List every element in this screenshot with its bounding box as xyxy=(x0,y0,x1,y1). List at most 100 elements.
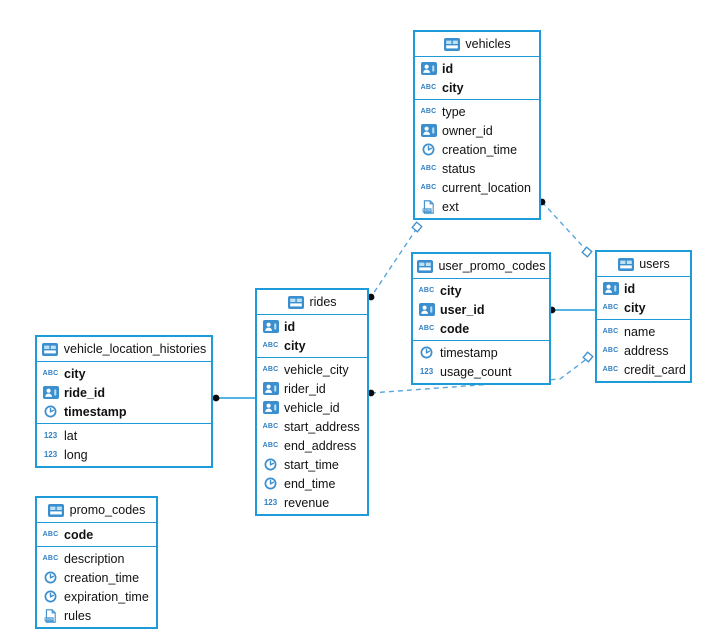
field-row[interactable]: id xyxy=(597,279,690,298)
string-type-icon: ABC xyxy=(602,328,619,335)
field-row[interactable]: ABC address xyxy=(597,341,690,360)
timestamp-type-icon xyxy=(418,346,435,359)
field-row[interactable]: ABC code xyxy=(37,525,156,544)
json-type-icon: JSON xyxy=(420,199,437,214)
string-type-icon: ABC xyxy=(42,531,59,538)
field-row[interactable]: vehicle_id xyxy=(257,398,367,417)
field-row[interactable]: ride_id xyxy=(37,383,211,402)
field-name: city xyxy=(442,80,464,95)
field-row[interactable]: ABC city xyxy=(597,298,690,317)
string-type-icon: ABC xyxy=(42,555,59,562)
field-name: rules xyxy=(64,608,92,623)
timestamp-type-icon xyxy=(420,143,437,156)
string-type-icon: ABC xyxy=(418,325,435,332)
field-row[interactable]: owner_id xyxy=(415,121,539,140)
table-title: vehicle_location_histories xyxy=(63,342,207,356)
id-type-icon xyxy=(262,401,279,414)
table-header[interactable]: promo_codes xyxy=(37,498,156,523)
table-icon xyxy=(416,259,433,273)
table-header[interactable]: rides xyxy=(257,290,367,315)
table-vehicle-location-histories[interactable]: vehicle_location_histories ABC city ride… xyxy=(35,335,213,468)
string-type-icon: ABC xyxy=(420,84,437,91)
string-type-icon: ABC xyxy=(602,304,619,311)
fields-section: ABC name ABC address ABC credit_card xyxy=(597,320,690,381)
field-row[interactable]: timestamp xyxy=(37,402,211,421)
id-type-icon xyxy=(602,282,619,295)
table-header[interactable]: vehicles xyxy=(415,32,539,57)
field-row[interactable]: ABC start_address xyxy=(257,417,367,436)
field-row[interactable]: ABC city xyxy=(413,281,549,300)
field-name: rider_id xyxy=(284,381,326,396)
field-row[interactable]: ABC name xyxy=(597,322,690,341)
field-row[interactable]: creation_time xyxy=(415,140,539,159)
field-row[interactable]: end_time xyxy=(257,474,367,493)
field-name: creation_time xyxy=(64,570,140,585)
field-row[interactable]: rider_id xyxy=(257,379,367,398)
field-name: type xyxy=(442,104,466,119)
table-header[interactable]: users xyxy=(597,252,690,277)
field-row[interactable]: expiration_time xyxy=(37,587,156,606)
field-row[interactable]: ABC description xyxy=(37,549,156,568)
field-row[interactable]: 123 long xyxy=(37,445,211,464)
table-icon xyxy=(287,295,304,309)
field-row[interactable]: ABC end_address xyxy=(257,436,367,455)
table-header[interactable]: user_promo_codes xyxy=(413,254,549,279)
number-type-icon: 123 xyxy=(43,431,58,440)
field-row[interactable]: 123 revenue xyxy=(257,493,367,512)
timestamp-type-icon xyxy=(42,571,59,584)
field-row[interactable]: ABC status xyxy=(415,159,539,178)
field-row[interactable]: 123 lat xyxy=(37,426,211,445)
field-row[interactable]: timestamp xyxy=(413,343,549,362)
primary-key-section: ABC city user_id ABC code xyxy=(413,279,549,341)
field-name: id xyxy=(624,281,636,296)
field-row[interactable]: ABC credit_card xyxy=(597,360,690,379)
field-row[interactable]: ABC city xyxy=(37,364,211,383)
diamond-endpoint-icon xyxy=(411,221,423,233)
field-name: lat xyxy=(64,428,78,443)
field-row[interactable]: ABC type xyxy=(415,102,539,121)
field-name: timestamp xyxy=(64,404,127,419)
field-row[interactable]: id xyxy=(257,317,367,336)
fields-section: ABC description creation_time expiration… xyxy=(37,547,156,627)
field-row[interactable]: ABC city xyxy=(257,336,367,355)
field-name: usage_count xyxy=(440,364,512,379)
field-row[interactable]: user_id xyxy=(413,300,549,319)
number-type-icon: 123 xyxy=(263,498,278,507)
timestamp-type-icon xyxy=(42,590,59,603)
primary-key-section: id ABC city xyxy=(597,277,690,320)
table-user-promo-codes[interactable]: user_promo_codes ABC city user_id ABC co… xyxy=(411,252,551,385)
field-name: code xyxy=(64,527,94,542)
field-name: city xyxy=(440,283,462,298)
table-vehicles[interactable]: vehicles id ABC city ABC type owner_id xyxy=(413,30,541,220)
string-type-icon: ABC xyxy=(262,342,279,349)
field-row[interactable]: ABC vehicle_city xyxy=(257,360,367,379)
field-row[interactable]: ABC current_location xyxy=(415,178,539,197)
timestamp-type-icon xyxy=(42,405,59,418)
table-users[interactable]: users id ABC city ABC name ABC address A… xyxy=(595,250,692,383)
field-row[interactable]: ABC code xyxy=(413,319,549,338)
field-row[interactable]: start_time xyxy=(257,455,367,474)
json-icon-label: JSON xyxy=(44,617,54,621)
table-header[interactable]: vehicle_location_histories xyxy=(37,337,211,362)
field-name: code xyxy=(440,321,470,336)
field-name: end_address xyxy=(284,438,357,453)
field-name: id xyxy=(284,319,296,334)
field-name: revenue xyxy=(284,495,330,510)
field-row[interactable]: JSON rules xyxy=(37,606,156,625)
field-row[interactable]: 123 usage_count xyxy=(413,362,549,381)
string-type-icon: ABC xyxy=(420,108,437,115)
field-row[interactable]: creation_time xyxy=(37,568,156,587)
field-name: user_id xyxy=(440,302,485,317)
field-row[interactable]: id xyxy=(415,59,539,78)
fields-section: ABC type owner_id creation_time ABC stat… xyxy=(415,100,539,218)
diamond-endpoint-icon xyxy=(582,351,594,363)
field-name: description xyxy=(64,551,125,566)
field-name: timestamp xyxy=(440,345,498,360)
table-promo-codes[interactable]: promo_codes ABC code ABC description cre… xyxy=(35,496,158,629)
table-icon xyxy=(443,37,460,51)
table-rides[interactable]: rides id ABC city ABC vehicle_city rider… xyxy=(255,288,369,516)
field-row[interactable]: JSON ext xyxy=(415,197,539,216)
field-row[interactable]: ABC city xyxy=(415,78,539,97)
